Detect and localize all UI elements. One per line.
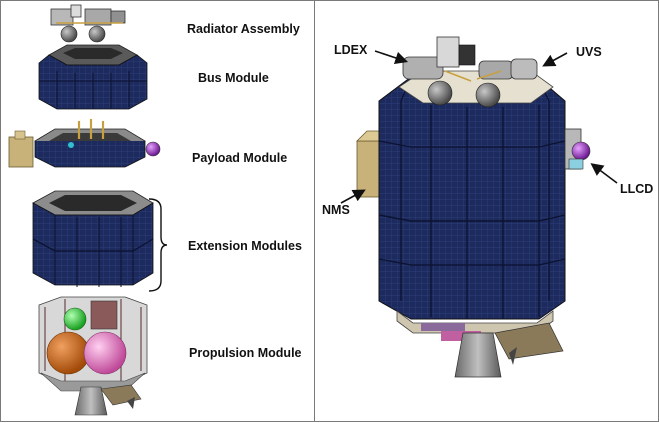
label-propulsion-module: Propulsion Module: [189, 346, 302, 360]
extension-bracket: [148, 198, 168, 292]
panel-divider: [314, 1, 315, 421]
llcd-arrow: [590, 163, 618, 184]
label-bus-module: Bus Module: [198, 71, 269, 85]
llcd-instrument: [564, 128, 591, 170]
propulsion-module: [38, 296, 148, 416]
radiator-assembly: [50, 4, 126, 43]
ldex-arrow: [374, 50, 409, 65]
extension-modules: [32, 190, 168, 292]
top-instruments: [402, 36, 538, 108]
label-llcd: LLCD: [620, 182, 654, 196]
right-propulsion: [441, 322, 564, 378]
spacecraft-body: [378, 70, 566, 334]
label-ldex: LDEX: [334, 43, 368, 57]
label-extension-modules: Extension Modules: [188, 239, 302, 253]
nms-arrow: [340, 189, 366, 204]
label-payload-module: Payload Module: [192, 151, 288, 165]
label-uvs: UVS: [576, 45, 602, 59]
label-radiator-assembly: Radiator Assembly: [187, 22, 300, 36]
payload-module: [8, 119, 161, 168]
bus-module: [38, 44, 148, 110]
uvs-arrow: [542, 52, 568, 67]
label-nms: NMS: [322, 203, 350, 217]
